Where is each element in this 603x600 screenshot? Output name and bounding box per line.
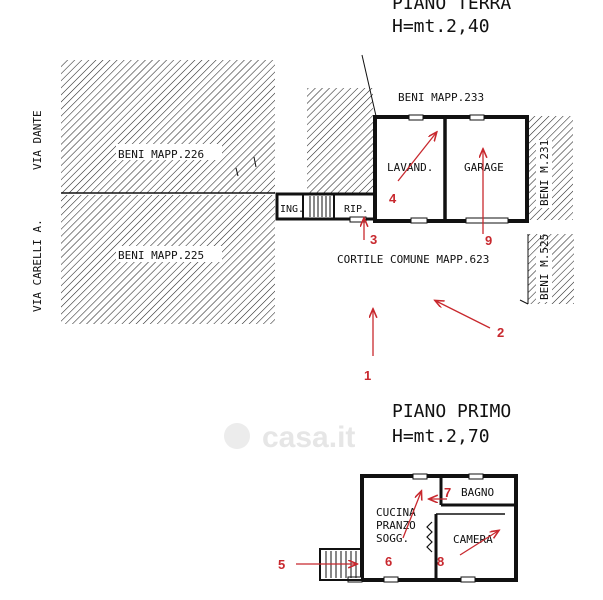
- first-floor-height: H=mt.2,70: [392, 426, 490, 447]
- marker-label: 3: [370, 232, 377, 247]
- photo-marker-5[interactable]: 5: [278, 557, 356, 572]
- beni-233-parcel: [307, 88, 373, 194]
- marker-label: 9: [485, 233, 492, 248]
- pranzo-label: PRANZO: [376, 519, 416, 532]
- camera-label: CAMERA: [453, 533, 493, 546]
- marker-label: 6: [385, 554, 392, 569]
- beni-225-label: BENI MAPP.225: [118, 249, 204, 262]
- beni-231-label: BENI M.231: [538, 140, 551, 206]
- photo-marker-3[interactable]: 3: [364, 219, 377, 247]
- beni-233-label: BENI MAPP.233: [398, 91, 484, 104]
- first-floor-title: PIANO PRIMO: [392, 401, 511, 422]
- beni-226-label: BENI MAPP.226: [118, 148, 204, 161]
- marker-label: 5: [278, 557, 285, 572]
- via-carelli-label: VIA CARELLI A.: [31, 219, 44, 312]
- cortile-label: CORTILE COMUNE MAPP.623: [337, 253, 489, 266]
- marker-label: 4: [389, 191, 397, 206]
- rip-label: RIP.: [344, 204, 368, 215]
- ing-label: ING.: [280, 204, 304, 215]
- beni-226-parcel: [61, 60, 275, 194]
- ground-floor-height: H=mt.2,40: [392, 16, 490, 37]
- photo-marker-6[interactable]: 6: [385, 492, 421, 569]
- photo-marker-9[interactable]: 9: [483, 150, 492, 248]
- stairs-ground: [309, 196, 331, 217]
- photo-marker-8[interactable]: 8: [437, 531, 498, 569]
- photo-marker-4[interactable]: 4: [389, 133, 436, 206]
- marker-label: 8: [437, 554, 444, 569]
- boundary-line: [361, 54, 377, 117]
- photo-marker-7[interactable]: 7: [430, 485, 451, 500]
- bagno-label: BAGNO: [461, 486, 494, 499]
- photo-marker-1[interactable]: 1: [364, 310, 373, 383]
- marker-label: 7: [444, 485, 451, 500]
- photo-marker-2[interactable]: 2: [436, 301, 504, 340]
- ground-floor-building: [275, 114, 529, 224]
- watermark-text: casa.it: [262, 421, 355, 454]
- sogg-label: SOGG.: [376, 532, 409, 545]
- beni-525-label: BENI M.525: [538, 234, 551, 300]
- garage-label: GARAGE: [464, 161, 504, 174]
- cucina-label: CUCINA: [376, 506, 416, 519]
- via-dante-label: VIA DANTE: [31, 110, 44, 170]
- ground-floor-title: PIANO TERRA: [392, 0, 511, 14]
- marker-label: 1: [364, 368, 371, 383]
- watermark: casa.it: [224, 421, 355, 454]
- lavand-label: LAVAND.: [387, 161, 433, 174]
- marker-label: 2: [497, 325, 504, 340]
